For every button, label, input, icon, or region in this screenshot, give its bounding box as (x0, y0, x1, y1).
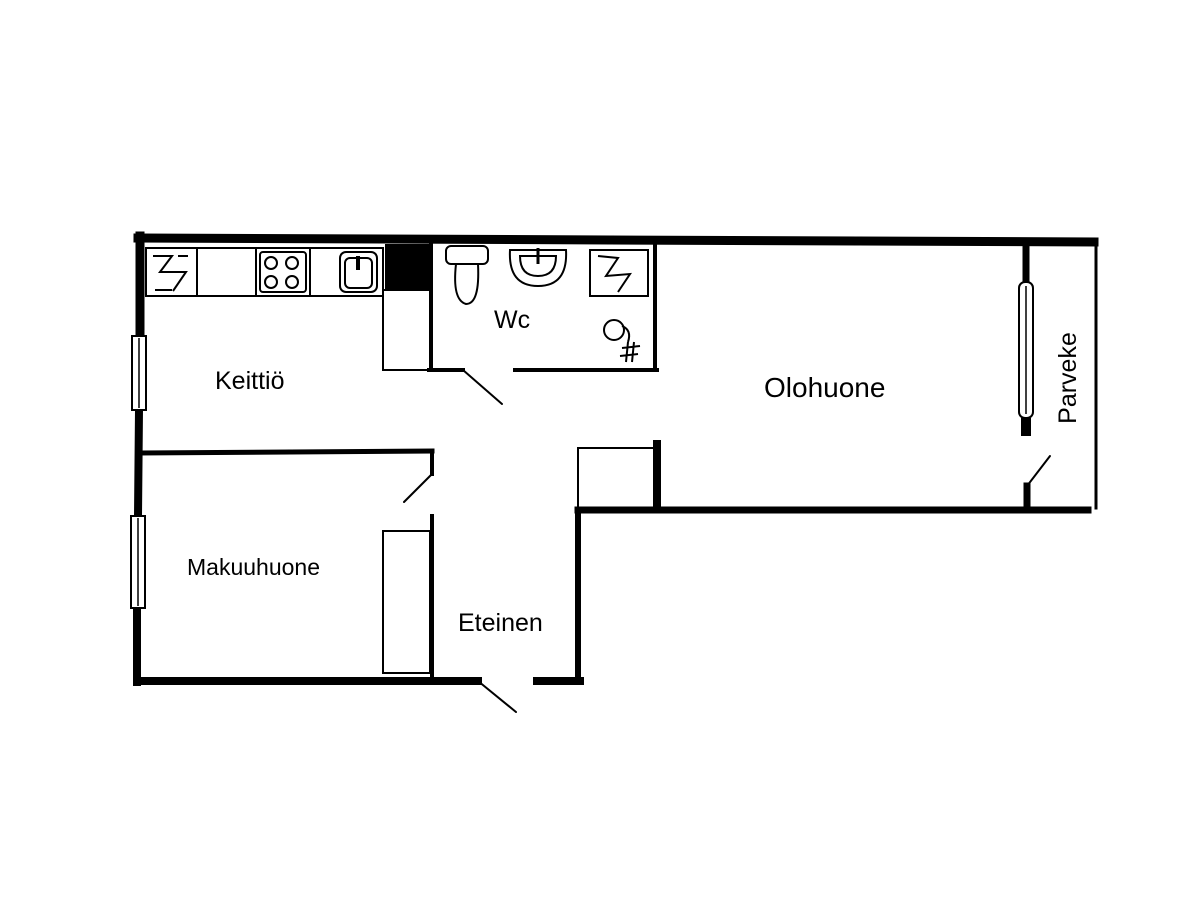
balcony-door-swing (1026, 455, 1051, 487)
chimney-block (385, 244, 429, 290)
entrance-door-swing (477, 680, 517, 713)
windows (130, 281, 1034, 609)
living-window-sill (1021, 418, 1031, 436)
wc-door-swing (462, 369, 503, 405)
bedroom-label: Makuuhuone (187, 554, 320, 580)
hall-closet (577, 447, 656, 509)
kitchen-label: Keittiö (215, 367, 284, 395)
hall-label: Eteinen (458, 609, 543, 637)
bedroom-wardrobe (382, 530, 431, 674)
toilet-bowl (454, 263, 480, 306)
bedroom-door-swing (403, 473, 433, 503)
door-swings (403, 369, 1051, 713)
fridge-icon (153, 255, 188, 292)
room-labels: Keittiö Wc Olohuone Parveke Makuuhuone E… (187, 306, 1082, 637)
balcony-label: Parveke (1054, 332, 1082, 424)
toilet-tank (445, 245, 489, 265)
shower-symbol (597, 255, 632, 293)
wc-sink-basin (518, 255, 558, 278)
wc-sink-outline (508, 249, 568, 288)
floor-drain-icon (603, 319, 641, 363)
floor-drain-hash (619, 341, 641, 363)
floor-drain-circle (603, 319, 625, 341)
wc-label: Wc (494, 306, 530, 334)
floor-drain-tail (621, 325, 631, 343)
interior-walls (137, 242, 661, 682)
outer-walls (133, 231, 1099, 686)
stove-burner-2 (285, 256, 299, 270)
stove-burner-1 (264, 256, 278, 270)
kitchen-sink-outline (339, 251, 378, 293)
toilet-icon (445, 245, 489, 306)
balcony-top-rail (1027, 239, 1099, 246)
stove-outline (259, 251, 307, 293)
wc-sink-icon (508, 248, 568, 288)
stove-icon (259, 251, 307, 293)
left-wall-middle (133, 405, 144, 521)
top-wall (133, 233, 1099, 247)
stove-burner-4 (285, 275, 299, 289)
shower-icon (589, 249, 649, 297)
kitchen-fixtures (145, 247, 384, 297)
shower-outline (589, 249, 649, 297)
kitchen-cabinet (382, 289, 431, 371)
kitchen-sink-icon (339, 251, 378, 293)
kitchen-counter (145, 247, 384, 297)
living-room-label: Olohuone (764, 372, 885, 403)
stove-burner-3 (264, 275, 278, 289)
wc-fixtures (445, 245, 649, 363)
fridge-icon-lines (155, 255, 188, 291)
kitchen-bedroom-wall (137, 448, 435, 456)
